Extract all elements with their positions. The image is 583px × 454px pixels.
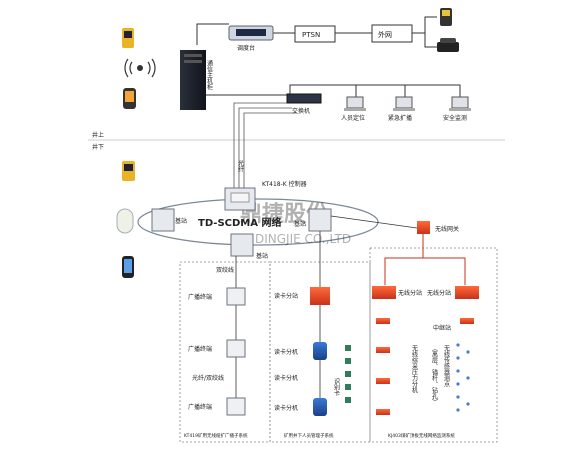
sensor-detail-label: （离层、锚杆、钻孔） (431, 345, 438, 405)
base-station-left[interactable]: 基站 (151, 208, 187, 232)
sub-personnel-caption: 矿用井下人员管理子系统 (284, 432, 334, 439)
gateway-links (384, 234, 466, 285)
ws2-label: 无线分站 (427, 289, 451, 297)
reader-sub-label: 读卡分站 (274, 292, 298, 300)
sensor-nodes (456, 343, 470, 412)
base-station-right-label: 基站 (294, 220, 306, 228)
pressure-ext-label: 无线综采压力分机 (411, 345, 418, 394)
wireless-substation-2[interactable]: 无线分站 (427, 286, 479, 299)
bt2-label: 广播终端 (188, 345, 212, 353)
phone-handset-3 (122, 161, 135, 181)
watermark-en: DINGJIE CO.,LTD (255, 232, 351, 246)
network-name: TD-SCDMA 网络 (198, 216, 281, 229)
pressure-devices (376, 318, 474, 415)
top-links (196, 16, 461, 97)
relay-label: 中继站 (433, 324, 451, 332)
broadcast-terminal-3[interactable]: 广播终端 (188, 397, 246, 416)
below-ground-label: 井下 (92, 143, 104, 151)
switch-label: 交换机 (292, 107, 310, 115)
phone-top-right (440, 8, 452, 26)
ws1-label: 无线分站 (398, 289, 422, 297)
reader-extension-1[interactable]: 读卡分机 (274, 342, 327, 360)
personnel-label: 人员定位 (341, 114, 365, 122)
id-cards (345, 345, 351, 403)
pc-safety[interactable]: 安全监测 (443, 96, 471, 122)
id-card-label: 识别卡 (333, 378, 340, 397)
broadcast-label: 紧急扩播 (388, 114, 412, 122)
tdscdma-ring (137, 198, 379, 246)
sub-broadcast-caption: KT419矿用无线缆扩广播子系统 (184, 432, 248, 439)
fiber-twisted-label: 光纤/双绞线 (192, 374, 224, 382)
wireless-gateway-label: 无线网关 (435, 225, 459, 233)
desk-telephone (437, 38, 459, 52)
antenna-device (116, 208, 134, 234)
kt418-controller[interactable]: KT418-K 控制器 (224, 180, 307, 211)
sensor-nodes-label: 无线传感器测点 (443, 345, 450, 388)
reader-extension-2[interactable]: 读卡分机 (274, 398, 327, 416)
broadcast-terminal-1[interactable]: 广播终端 (188, 287, 246, 306)
bt1-label: 广播终端 (188, 293, 212, 301)
wireless-substation-1[interactable]: 无线分站 (372, 286, 422, 299)
safety-label: 安全监测 (443, 114, 467, 122)
external-network-label: 外网 (378, 30, 392, 39)
base-station-bottom[interactable]: 基站 (230, 233, 268, 260)
external-network-box[interactable]: 外网 (371, 24, 413, 43)
pc-personnel[interactable]: 人员定位 (341, 96, 366, 122)
subsystem-frames (179, 247, 498, 443)
base-station-bottom-label: 基站 (256, 252, 268, 260)
pc-broadcast[interactable]: 紧急扩播 (388, 96, 415, 122)
comm-cabinet-label: 通信主机柜 (206, 59, 213, 91)
re2-label: 读卡分机 (274, 404, 298, 412)
phone-handset-4 (122, 256, 134, 278)
dispatch-console[interactable]: 调度台 (228, 25, 274, 52)
fiber-trunks (233, 102, 297, 190)
twisted-pair-label: 双绞线 (216, 266, 234, 274)
reader-substation[interactable]: 读卡分站 (274, 287, 330, 305)
comm-cabinet[interactable]: 通信主机柜 (180, 50, 213, 110)
phone-handset-1 (122, 28, 134, 48)
re1-label: 读卡分机 (274, 348, 298, 356)
dispatch-console-label: 调度台 (237, 44, 255, 52)
bt3-label: 广播终端 (188, 403, 212, 411)
fiber-label: 光纤 (237, 159, 244, 173)
sub-pressure-caption: KJ403煤矿顶板无线网络监测系统 (388, 432, 455, 439)
ptsn-box[interactable]: PTSN (294, 25, 336, 43)
wireless-signal-icon (124, 58, 156, 78)
wireless-gateway[interactable]: 无线网关 (330, 215, 459, 234)
broadcast-terminal-2[interactable]: 广播终端 (188, 339, 246, 358)
base-station-left-label: 基站 (175, 217, 187, 225)
re3-label: 读卡分机 (274, 374, 298, 382)
phone-handset-2 (123, 88, 136, 109)
above-ground-label: 井上 (92, 131, 104, 139)
ptsn-label: PTSN (302, 31, 320, 39)
controller-label: KT418-K 控制器 (262, 180, 307, 188)
network-switch[interactable]: 交换机 (286, 93, 322, 115)
